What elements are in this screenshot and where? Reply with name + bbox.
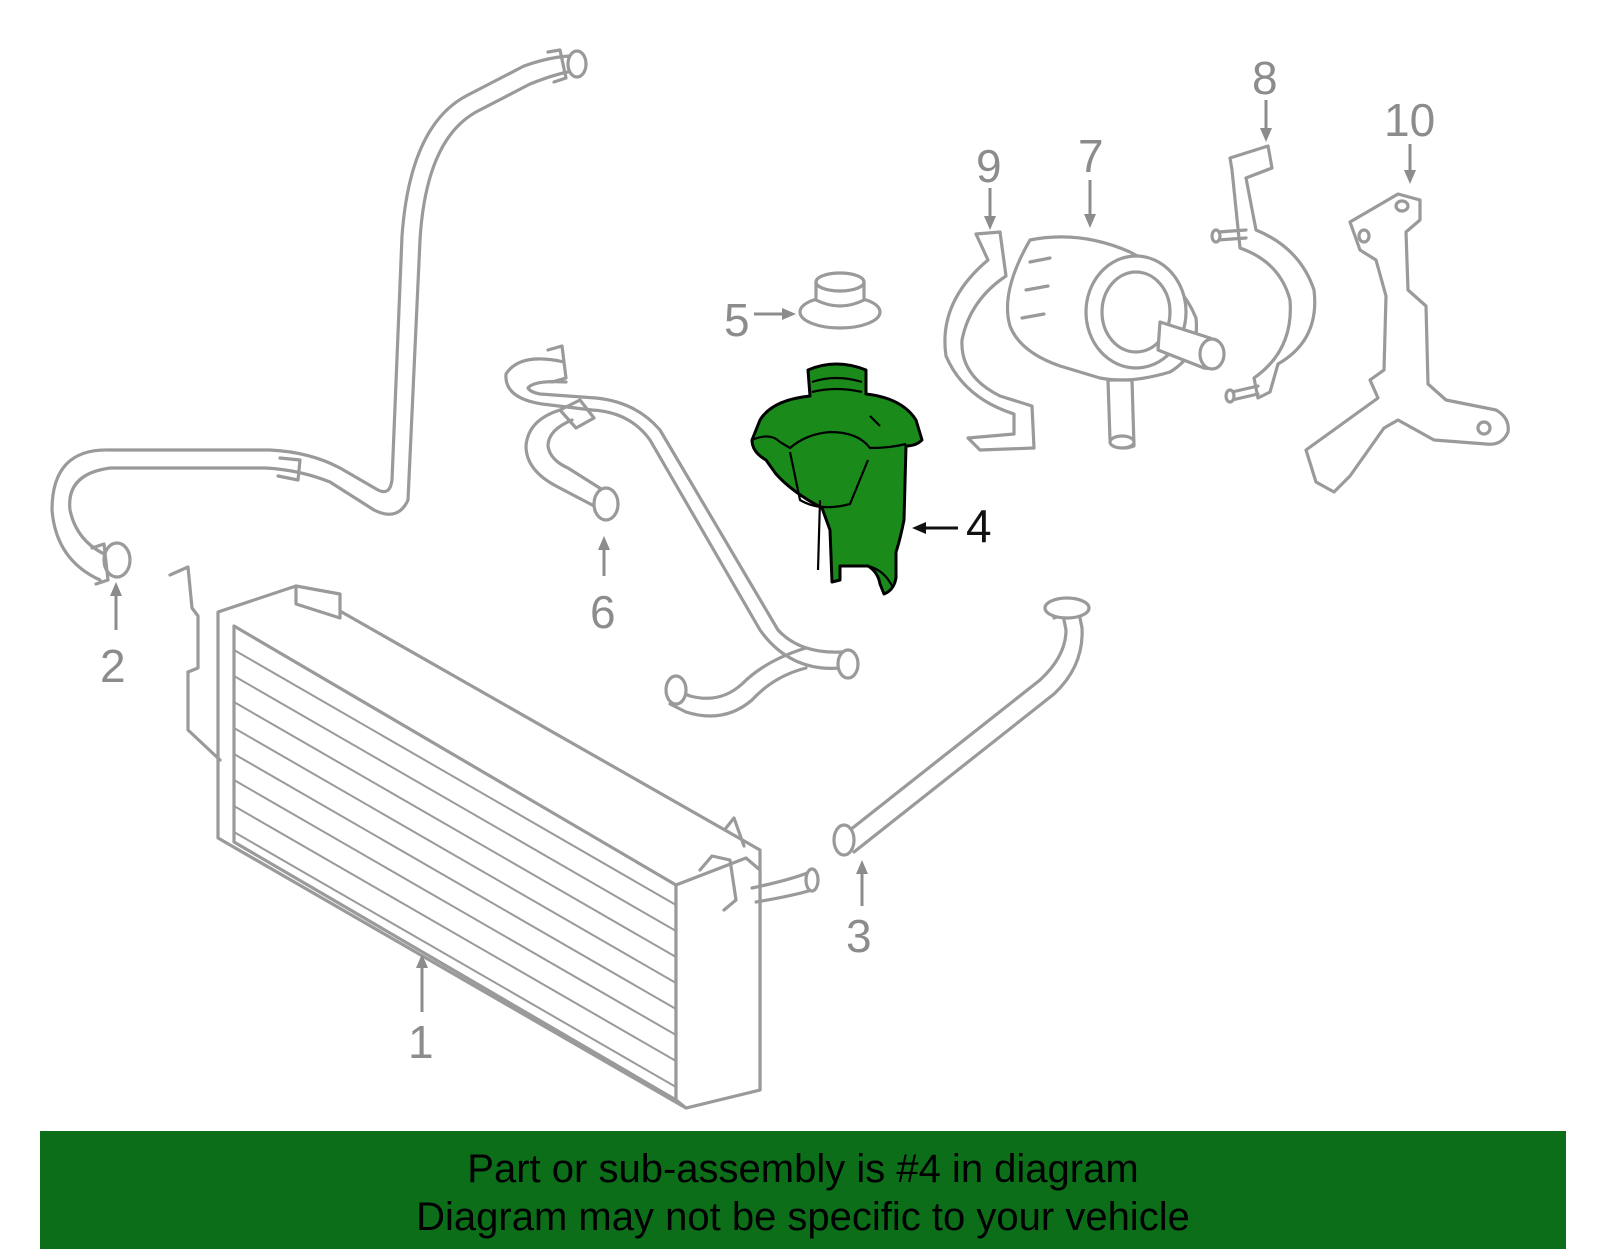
callout-10: 10 [1384, 94, 1435, 184]
banner-line-2: Diagram may not be specific to your vehi… [416, 1195, 1190, 1239]
part-9-strap [943, 230, 1036, 452]
part-7-water-pump [1005, 235, 1226, 450]
callout-4-label: 4 [966, 500, 992, 552]
callout-2-label: 2 [100, 640, 126, 692]
part-6-hose [504, 344, 860, 718]
callout-8: 8 [1252, 52, 1278, 142]
callout-5: 5 [724, 294, 796, 346]
info-banner: Part or sub-assembly is #4 in diagram Di… [40, 1131, 1566, 1249]
callout-4: 4 [912, 500, 992, 552]
callout-7-label: 7 [1078, 130, 1104, 182]
part-2-hose [50, 48, 588, 586]
callout-1: 1 [408, 954, 434, 1068]
part-4-expansion-tank [750, 362, 924, 596]
callout-9-label: 9 [976, 140, 1002, 192]
callout-7: 7 [1078, 130, 1104, 228]
callout-5-label: 5 [724, 294, 750, 346]
callout-9: 9 [976, 140, 1002, 230]
callout-3: 3 [846, 860, 872, 962]
callout-1-label: 1 [408, 1016, 434, 1068]
part-5-cap [798, 271, 882, 330]
part-10-bracket [1304, 192, 1510, 494]
banner-line-1: Part or sub-assembly is #4 in diagram [467, 1147, 1139, 1191]
callout-6-label: 6 [590, 586, 616, 638]
part-1-radiator [168, 565, 820, 1110]
callout-2: 2 [100, 582, 126, 692]
callout-8-label: 8 [1252, 52, 1278, 104]
part-3-hose [832, 596, 1091, 857]
callout-6: 6 [590, 536, 616, 638]
part-8-bracket [1210, 144, 1317, 404]
callout-3-label: 3 [846, 910, 872, 962]
callout-10-label: 10 [1384, 94, 1435, 146]
